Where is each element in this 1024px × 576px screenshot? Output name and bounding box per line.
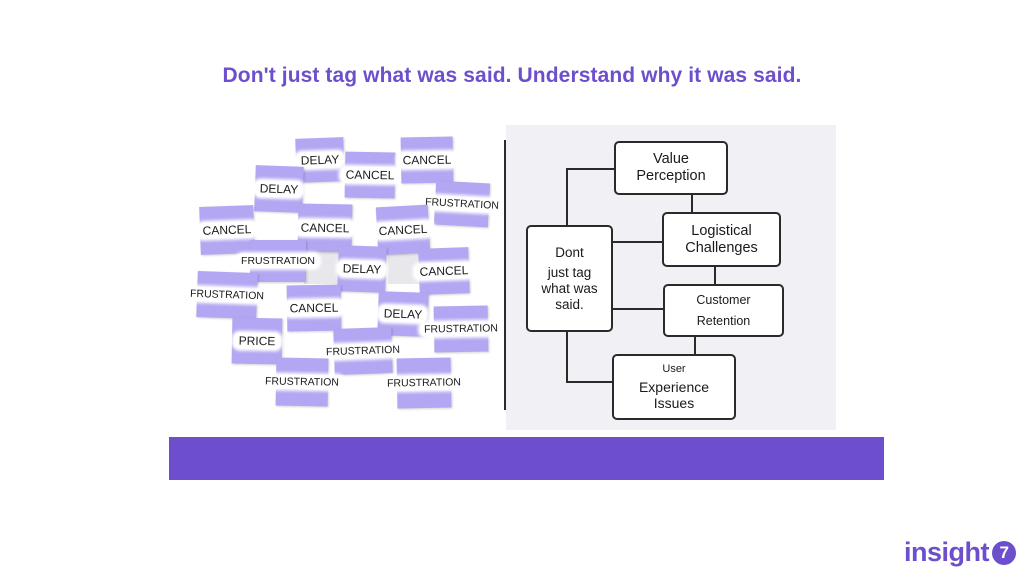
node-center-line: said.: [555, 296, 584, 312]
sticky-note: FRUSTRATION: [260, 357, 344, 407]
node-line: Issues: [653, 394, 695, 411]
divider: [504, 140, 506, 410]
sticky-note-label: PRICE: [233, 332, 281, 350]
node-line: Experience: [638, 378, 710, 395]
sticky-note: DELAY: [337, 245, 387, 293]
sticky-note-label: CANCEL: [295, 219, 355, 237]
sticky-notes-cluster: DELAY CANCEL CANCEL DELAY FRUSTRATION CA…: [185, 130, 504, 415]
accent-bar: [169, 437, 884, 480]
sticky-note-label: FRUSTRATION: [420, 194, 504, 214]
node-line: Value: [652, 151, 689, 168]
node-center-line: Dont: [555, 244, 584, 260]
node-line: Customer: [696, 293, 751, 308]
node-value-perception: Value Perception: [614, 141, 728, 195]
sticky-note: FRUSTRATION: [237, 240, 319, 282]
sticky-note-label: FRUSTRATION: [237, 254, 319, 268]
sticky-note-label: CANCEL: [397, 151, 457, 169]
sticky-note-label: DELAY: [378, 305, 428, 323]
sticky-note-label: CANCEL: [414, 261, 474, 281]
sticky-note-label: FRUSTRATION: [260, 374, 344, 390]
sticky-note-label: CANCEL: [284, 299, 344, 317]
node-center: Dont just tag what was said.: [526, 225, 613, 332]
node-center-line: just tag: [547, 265, 592, 281]
node-line: Perception: [636, 168, 706, 184]
node-logistical-challenges: Logistical Challenges: [662, 212, 781, 267]
sticky-note-label: FRUSTRATION: [321, 342, 405, 360]
sticky-note: FRUSTRATION: [321, 327, 405, 375]
sticky-note-label: FRUSTRATION: [185, 286, 269, 304]
sticky-note: FRUSTRATION: [185, 270, 269, 320]
sticky-note-label: DELAY: [337, 260, 387, 278]
sticky-note-label: DELAY: [254, 180, 304, 198]
node-line: Challenges: [685, 239, 758, 256]
sticky-note-label: CANCEL: [197, 220, 257, 240]
headline: Don't just tag what was said. Understand…: [222, 64, 802, 87]
sticky-note: FRUSTRATION: [419, 305, 503, 353]
sticky-note: FRUSTRATION: [382, 357, 466, 409]
node-line: User: [662, 363, 686, 376]
logo-mark-icon: 7: [992, 540, 1016, 565]
node-center-line: what was: [541, 281, 598, 296]
sticky-note: CANCEL: [284, 284, 344, 332]
sticky-note: PRICE: [231, 317, 283, 365]
node-user-experience: User Experience Issues: [612, 354, 736, 420]
node-customer-retention: Customer Retention: [663, 284, 784, 337]
sticky-note-label: CANCEL: [340, 166, 400, 184]
sticky-note: FRUSTRATION: [420, 180, 504, 228]
sticky-note-label: FRUSTRATION: [382, 375, 466, 391]
sticky-note-label: FRUSTRATION: [419, 321, 503, 337]
logo-text: insight: [904, 537, 990, 567]
sticky-note: CANCEL: [414, 247, 474, 295]
node-line: Logistical: [691, 222, 752, 239]
sticky-note: DELAY: [254, 165, 304, 213]
sticky-note-label: CANCEL: [373, 220, 433, 240]
sticky-note: CANCEL: [397, 136, 457, 184]
sticky-note: CANCEL: [340, 151, 400, 199]
insight-logo: insight 7: [904, 537, 1016, 568]
sticky-note: CANCEL: [197, 205, 257, 255]
node-line: Retention: [696, 313, 751, 328]
